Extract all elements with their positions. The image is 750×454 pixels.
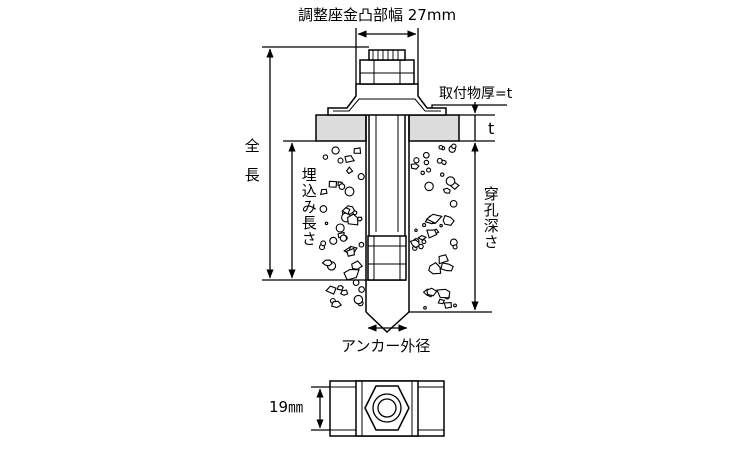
aggregate-pebble (423, 305, 427, 310)
aggregate-stone (343, 268, 360, 281)
aggregate-pebble (445, 176, 456, 186)
aggregate-stones-left (318, 146, 365, 309)
aggregate-stone (330, 300, 343, 309)
aggregate-stone (336, 285, 344, 291)
aggregate-pebble (352, 210, 358, 216)
aggregate-pebble (339, 234, 348, 242)
aggregate-pebble (337, 157, 344, 164)
aggregate-stone (328, 180, 338, 188)
aggregate-pebble (421, 239, 427, 245)
aggregate-pebble (449, 199, 458, 208)
aggregate-pebble (426, 167, 432, 173)
aggregate-stone (325, 285, 337, 295)
aggregate-stone (443, 302, 452, 309)
aggregate-pebble (338, 183, 346, 190)
aggregate-pebble (438, 144, 444, 150)
aggregate-stone (356, 216, 363, 222)
concrete-base (318, 143, 460, 310)
t-symbol-label: t (488, 119, 495, 138)
aggregate-stone (353, 147, 362, 154)
aggregate-stone (426, 287, 438, 297)
aggregate-pebble (358, 286, 365, 293)
aggregate-stone (425, 213, 443, 224)
aggregate-pebble (423, 159, 430, 166)
hex-nut (359, 59, 415, 85)
aggregate-pebble (439, 172, 445, 177)
aggregate-stone (346, 247, 355, 257)
aggregate-stone (410, 163, 420, 170)
fixture-thickness-label: 取付物厚=t (439, 86, 513, 102)
aggregate-stone (440, 262, 454, 272)
aggregate-pebble (414, 228, 418, 232)
aggregate-pebble (344, 186, 355, 197)
aggregate-stone (437, 298, 446, 305)
aggregate-pebble (451, 143, 457, 150)
aggregate-pebble (331, 146, 340, 155)
aggregate-pebble (357, 173, 365, 181)
aggregate-pebble (439, 223, 443, 228)
aggregate-pebble (353, 294, 364, 305)
dimension-19mm (311, 386, 330, 431)
aggregate-stone (351, 260, 364, 270)
dimension-hole-depth (409, 142, 492, 313)
aggregate-pebble (320, 240, 327, 247)
aggregate-stone (436, 288, 451, 299)
aggregate-stone (319, 188, 328, 196)
anchor-diameter-label: アンカー外径 (341, 337, 431, 355)
aggregate-stone (339, 289, 349, 296)
dimension-width-27mm (355, 28, 419, 84)
aggregate-pebble (420, 170, 425, 176)
leader-fixture-thickness (431, 104, 507, 108)
aggregate-pebble (358, 241, 365, 248)
aggregate-stone (428, 262, 442, 275)
aggregate-pebble (422, 223, 427, 228)
aggregate-stone (344, 154, 356, 164)
total-length-label: 全長 (242, 138, 261, 196)
anchor-body (367, 99, 407, 281)
plan-view (329, 380, 445, 437)
aggregate-stone (341, 207, 351, 215)
aggregate-stone (345, 166, 354, 175)
aggregate-pebble (422, 151, 430, 159)
aggregate-pebble (452, 244, 458, 250)
aggregate-pebble (322, 154, 329, 160)
aggregate-pebble (436, 157, 443, 164)
aggregate-pebble (319, 205, 328, 213)
aggregate-pebble (424, 181, 434, 192)
adjusting-washer (327, 83, 447, 116)
aggregate-pebble (329, 236, 338, 245)
flange-width-label: 調整座金凸部幅 27mm (298, 6, 457, 24)
aggregate-pebble (335, 223, 345, 233)
aggregate-stone (442, 214, 455, 226)
aggregate-stones-right (409, 143, 460, 310)
dimension-embed-length (283, 140, 316, 279)
embed-length-label: 埋込み長さ (299, 167, 318, 247)
aggregate-stone (438, 254, 449, 265)
aggregate-stone (409, 239, 420, 249)
plan-bolt-circle (377, 398, 397, 418)
aggregate-pebble (453, 303, 457, 308)
aggregate-pebble (324, 221, 329, 226)
hole-depth-label: 穿孔深さ (481, 186, 500, 250)
aggregate-stone (442, 187, 451, 194)
aggregate-stone (426, 229, 438, 239)
aggregate-stone (417, 234, 428, 241)
bolt-thread (368, 49, 406, 61)
drilled-hole (365, 115, 410, 334)
dimension-total-length (262, 46, 369, 281)
aggregate-stone (321, 259, 333, 267)
aggregate-pebble (418, 243, 424, 250)
aggregate-stone (347, 213, 359, 226)
aggregate-pebble (413, 157, 420, 164)
width-19mm-label: 19㎜ (269, 398, 304, 416)
